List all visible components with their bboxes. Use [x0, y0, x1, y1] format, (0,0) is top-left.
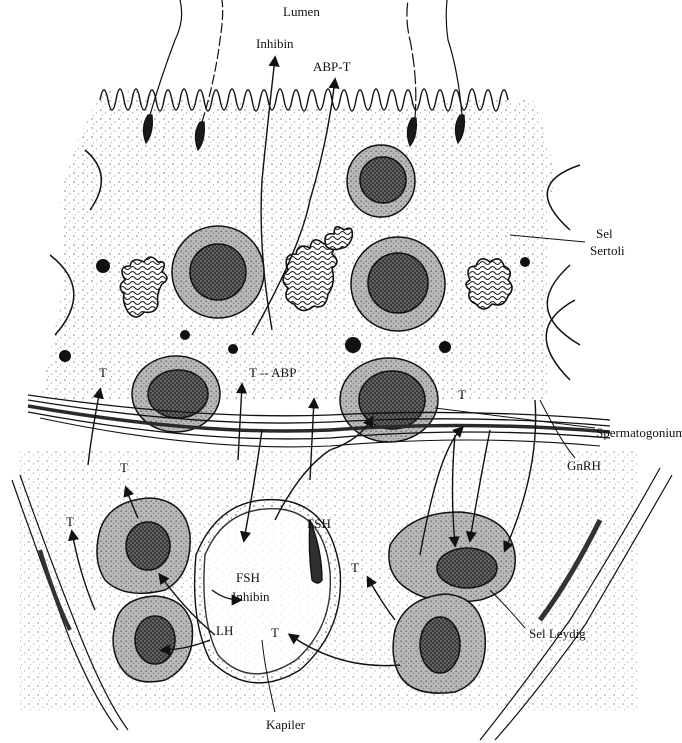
- spermatid-top: [347, 145, 415, 217]
- label-spermatogonium: Spermatogonium: [596, 425, 682, 440]
- basement-membrane: [28, 395, 610, 447]
- label-t-abp: T -- ABP: [249, 365, 296, 380]
- leydig-cell-1: [97, 498, 190, 593]
- label-t-mid-right: T: [351, 560, 359, 575]
- leydig-cell-3: [389, 512, 515, 602]
- label-t-right: T: [458, 387, 466, 402]
- label-t-leydig-top: T: [120, 460, 128, 475]
- label-t-left: T: [99, 365, 107, 380]
- label-t-leydig-left: T: [66, 514, 74, 529]
- label-fsh-cap: FSH: [236, 570, 260, 585]
- leydig-cell-2: [113, 596, 192, 682]
- label-lh: LH: [216, 623, 233, 638]
- label-inhibin-top: Inhibin: [256, 36, 294, 51]
- leydig-cell-4: [393, 594, 485, 693]
- spermatocyte-right: [351, 237, 445, 331]
- label-sertoli: Sertoli: [590, 243, 625, 258]
- label-fsh-mid: FSH: [307, 516, 331, 531]
- label-kapiler: Kapiler: [266, 717, 306, 732]
- spermatocyte-left: [172, 226, 264, 318]
- label-sel-leydig: Sel Leydig: [529, 626, 586, 641]
- label-inhibin-cap: Inhibin: [232, 589, 270, 604]
- label-gnrh: GnRH: [567, 458, 601, 473]
- label-abp-t: ABP-T: [313, 59, 351, 74]
- label-sel: Sel: [596, 226, 613, 241]
- label-lumen: Lumen: [283, 4, 320, 19]
- label-t-cap: T: [271, 625, 279, 640]
